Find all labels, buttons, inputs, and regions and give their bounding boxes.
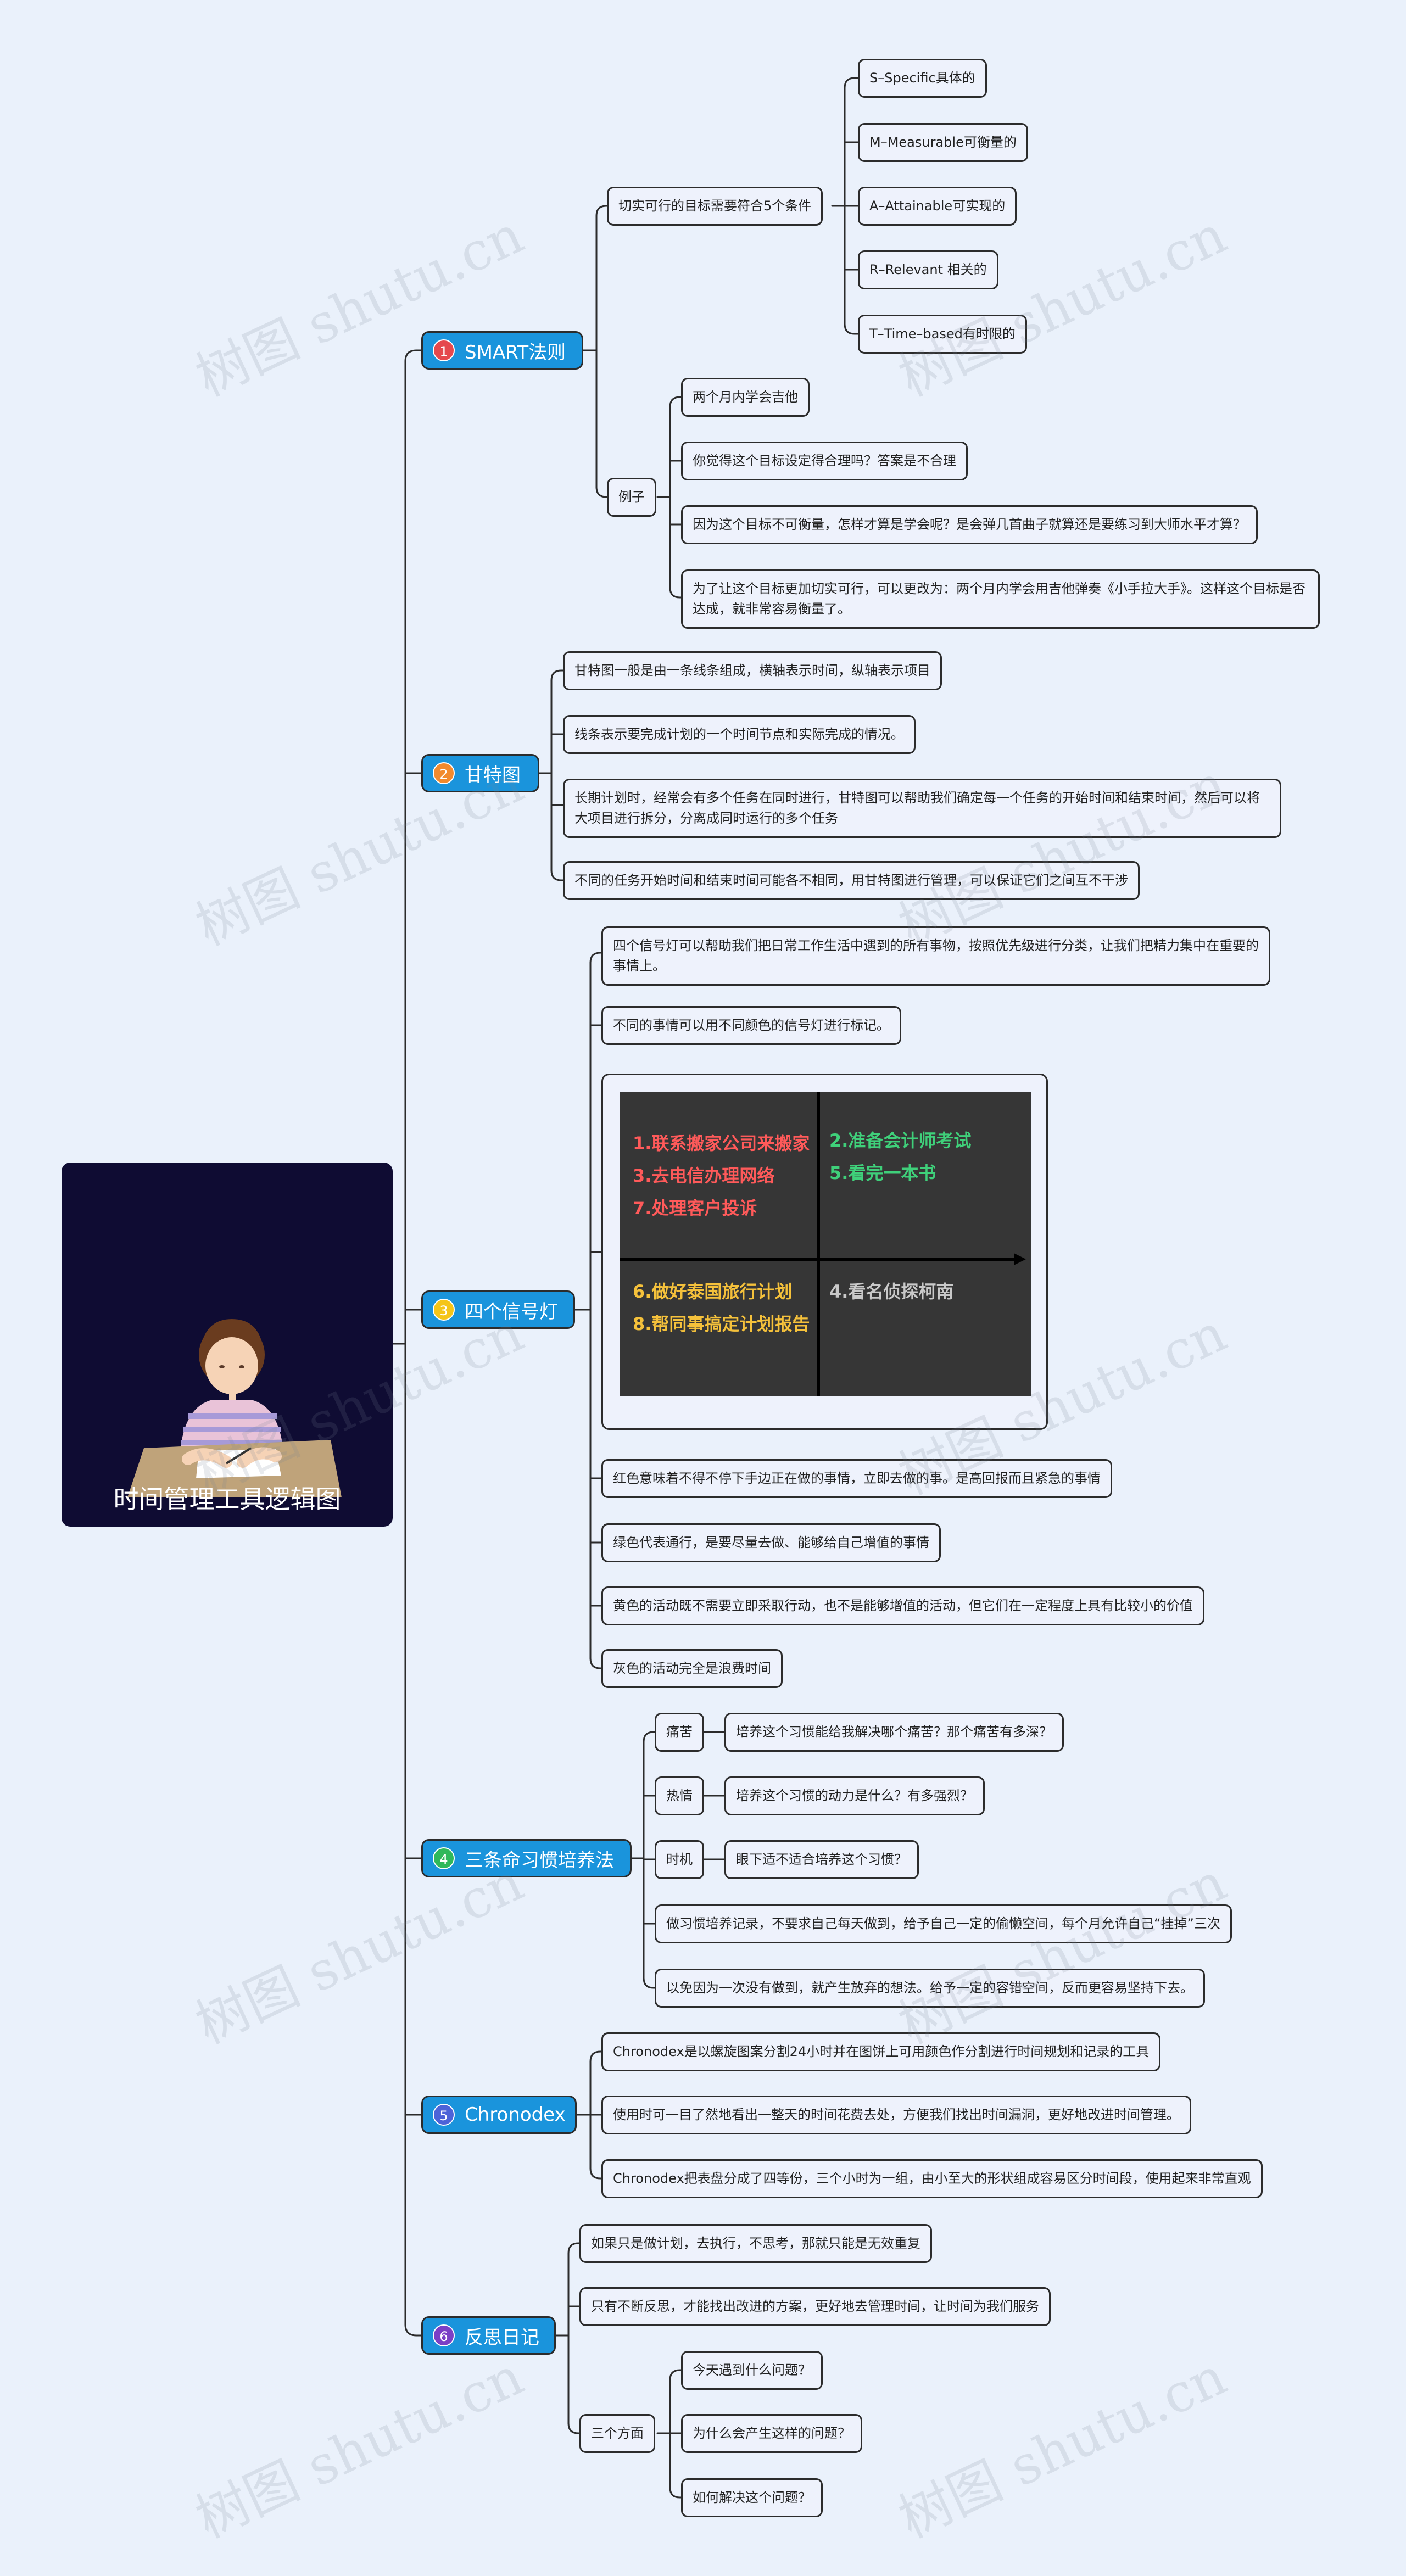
green-quadrant-list: 2.准备会计师考试 5.看完一本书 [829, 1125, 971, 1189]
root-node[interactable]: 时间管理工具逻辑图 [62, 1163, 393, 1527]
gray-task: 4.看名侦探柯南 [829, 1281, 954, 1302]
aspect-node[interactable]: 为什么会产生这样的问题？ [681, 2414, 862, 2453]
habit-pain-label[interactable]: 痛苦 [655, 1713, 704, 1752]
branch-label: Chronodex [465, 2104, 566, 2126]
example-node[interactable]: 为了让这个目标更加切实可行，可以更改为：两个月内学会用吉他弹奏《小手拉大手》。这… [681, 569, 1320, 629]
example-node[interactable]: 两个月内学会吉他 [681, 378, 810, 417]
branch-label: 反思日记 [465, 2326, 539, 2349]
gantt-node[interactable]: 长期计划时，经常会有多个任务在同时进行，甘特图可以帮助我们确定每一个任务的开始时… [563, 779, 1281, 838]
example-node[interactable]: 因为这个目标不可衡量，怎样才算是学会呢？是会弹几首曲子就算还是要练习到大师水平才… [681, 505, 1258, 544]
branch-label: SMART法则 [465, 341, 566, 364]
condition-node[interactable]: A–Attainable可实现的 [858, 187, 1017, 226]
reflection-node[interactable]: 如果只是做计划，去执行，不思考，那就只能是无效重复 [579, 2224, 932, 2263]
three-aspects-node[interactable]: 三个方面 [579, 2414, 655, 2453]
yellow-task: 8.帮同事搞定计划报告 [633, 1314, 810, 1334]
chronodex-node[interactable]: 使用时可一目了然地看出一整天的时间花费去处，方便我们找出时间漏洞，更好地改进时间… [601, 2096, 1191, 2134]
chronodex-node[interactable]: Chronodex是以螺旋图案分割24小时并在图饼上可用颜色作分割进行时间规划和… [601, 2032, 1161, 2071]
condition-node[interactable]: S–Specific具体的 [858, 59, 987, 98]
habit-passion-text[interactable]: 培养这个习惯的动力是什么？有多强烈？ [724, 1776, 985, 1815]
red-task: 3.去电信办理网络 [633, 1165, 775, 1186]
green-task: 5.看完一本书 [829, 1163, 936, 1183]
quadrant-axes [620, 1092, 1026, 1396]
signal-note-node[interactable]: 红色意味着不得不停下手边正在做的事情，立即去做的事。是高回报而且紧急的事情 [601, 1459, 1112, 1498]
signal-note-node[interactable]: 绿色代表通行，是要尽量去做、能够给自己增值的事情 [601, 1523, 941, 1562]
smart-example-node[interactable]: 例子 [607, 478, 656, 517]
chronodex-node[interactable]: Chronodex把表盘分成了四等份，三个小时为一组，由小至大的形状组成容易区分… [601, 2159, 1263, 2198]
root-title: 时间管理工具逻辑图 [113, 1484, 341, 1514]
branch-smart[interactable]: 1 SMART法则 [421, 331, 583, 370]
signal-intro-node[interactable]: 四个信号灯可以帮助我们把日常工作生活中遇到的所有事物，按照优先级进行分类，让我们… [601, 926, 1270, 986]
branch-chronodex[interactable]: 5 Chronodex [421, 2096, 577, 2134]
habit-note-node[interactable]: 做习惯培养记录，不要求自己每天做到，给予自己一定的偷懒空间，每个月允许自己“挂掉… [655, 1904, 1232, 1943]
number-badge: 2 [433, 762, 455, 784]
number-badge: 5 [433, 2104, 455, 2126]
quadrant-image-node[interactable]: 1.联系搬家公司来搬家 3.去电信办理网络 7.处理客户投诉 2.准备会计师考试… [601, 1074, 1048, 1430]
branch-signal[interactable]: 3 四个信号灯 [421, 1290, 575, 1329]
aspect-node[interactable]: 今天遇到什么问题？ [681, 2351, 823, 2390]
number-badge: 4 [433, 1847, 455, 1869]
habit-timing-label[interactable]: 时机 [655, 1840, 704, 1879]
reflection-node[interactable]: 只有不断反思，才能找出改进的方案，更好地去管理时间，让时间为我们服务 [579, 2287, 1051, 2326]
branch-label: 四个信号灯 [465, 1300, 558, 1323]
gantt-node[interactable]: 甘特图一般是由一条线条组成，横轴表示时间，纵轴表示项目 [563, 651, 942, 690]
green-task: 2.准备会计师考试 [829, 1130, 972, 1151]
habit-note-node[interactable]: 以免因为一次没有做到，就产生放弃的想法。给予一定的容错空间，反而更容易坚持下去。 [655, 1969, 1205, 2008]
number-badge: 3 [433, 1299, 455, 1321]
yellow-quadrant-list: 6.做好泰国旅行计划 8.帮同事搞定计划报告 [633, 1276, 810, 1340]
gantt-node[interactable]: 不同的任务开始时间和结束时间可能各不相同，用甘特图进行管理，可以保证它们之间互不… [563, 861, 1140, 900]
signal-intro-node[interactable]: 不同的事情可以用不同颜色的信号灯进行标记。 [601, 1006, 901, 1045]
signal-note-node[interactable]: 黄色的活动既不需要立即采取行动，也不是能够增值的活动，但它们在一定程度上具有比较… [601, 1586, 1204, 1625]
red-task: 1.联系搬家公司来搬家 [633, 1133, 810, 1154]
branch-reflection[interactable]: 6 反思日记 [421, 2316, 556, 2355]
number-badge: 1 [433, 339, 455, 361]
aspect-node[interactable]: 如何解决这个问题？ [681, 2478, 823, 2517]
branch-gantt[interactable]: 2 甘特图 [421, 754, 539, 792]
condition-node[interactable]: T–Time–based有时限的 [858, 315, 1027, 354]
habit-pain-text[interactable]: 培养这个习惯能给我解决哪个痛苦？那个痛苦有多深？ [724, 1713, 1064, 1752]
red-task: 7.处理客户投诉 [633, 1198, 757, 1219]
smart-conditions-node[interactable]: 切实可行的目标需要符合5个条件 [607, 187, 823, 226]
red-quadrant-list: 1.联系搬家公司来搬家 3.去电信办理网络 7.处理客户投诉 [633, 1127, 810, 1225]
priority-quadrant-chart: 1.联系搬家公司来搬家 3.去电信办理网络 7.处理客户投诉 2.准备会计师考试… [620, 1092, 1031, 1396]
branch-label: 三条命习惯培养法 [465, 1849, 614, 1871]
gray-quadrant-list: 4.看名侦探柯南 [829, 1276, 953, 1308]
girl-writing-illustration [127, 1319, 342, 1497]
condition-node[interactable]: R–Relevant 相关的 [858, 250, 998, 289]
branch-habit[interactable]: 4 三条命习惯培养法 [421, 1839, 632, 1877]
example-node[interactable]: 你觉得这个目标设定得合理吗？答案是不合理 [681, 442, 968, 480]
habit-passion-label[interactable]: 热情 [655, 1776, 704, 1815]
condition-node[interactable]: M–Measurable可衡量的 [858, 123, 1028, 162]
signal-note-node[interactable]: 灰色的活动完全是浪费时间 [601, 1649, 783, 1688]
number-badge: 6 [433, 2324, 455, 2346]
branch-label: 甘特图 [465, 764, 521, 786]
yellow-task: 6.做好泰国旅行计划 [633, 1281, 793, 1302]
gantt-node[interactable]: 线条表示要完成计划的一个时间节点和实际完成的情况。 [563, 715, 916, 754]
habit-timing-text[interactable]: 眼下适不适合培养这个习惯？ [724, 1840, 919, 1879]
